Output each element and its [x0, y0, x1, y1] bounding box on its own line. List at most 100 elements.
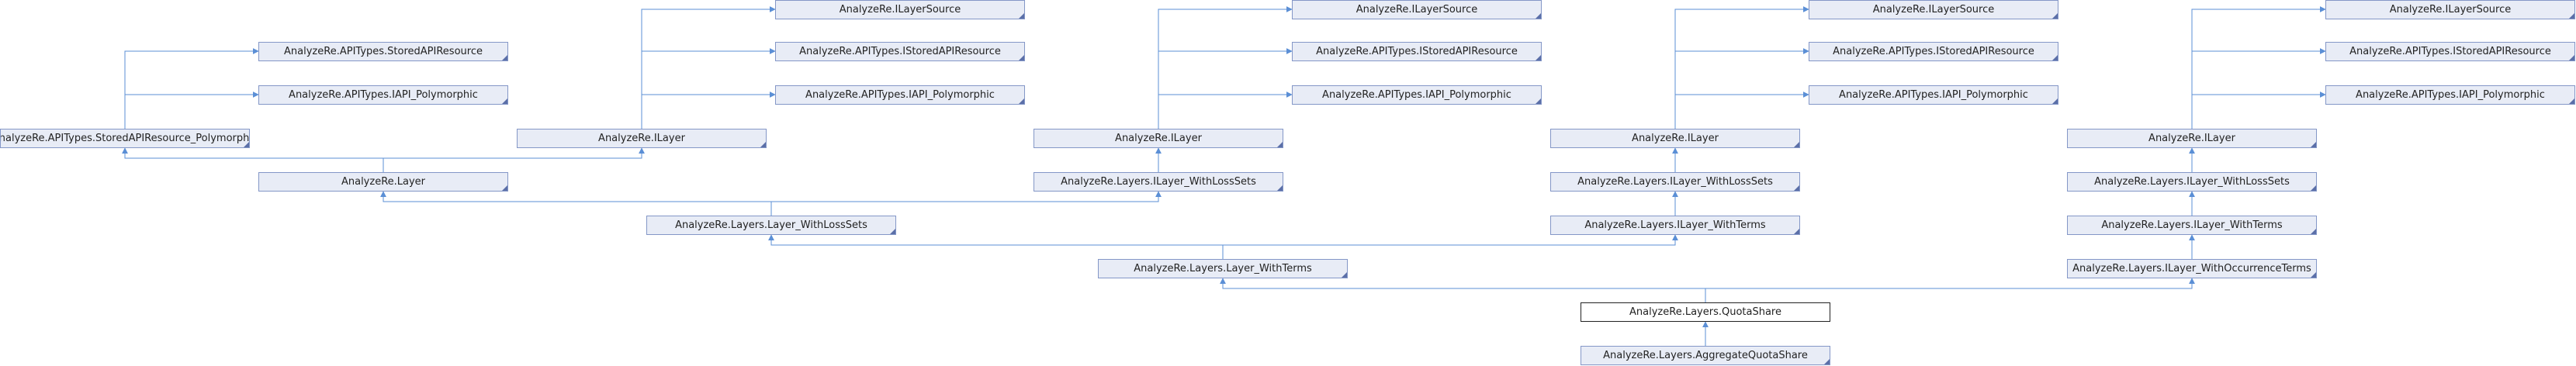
node-label: AnalyzeRe.Layer	[341, 176, 426, 188]
node-ilayer-source-col3[interactable]: AnalyzeRe.ILayerSource	[1292, 0, 1542, 19]
edge-lwt-to-ilwt	[1223, 234, 1678, 246]
link-corner-icon	[1794, 142, 1799, 147]
link-corner-icon	[1794, 185, 1799, 191]
node-label: AnalyzeRe.APITypes.IAPI_Polymorphic	[1839, 89, 2028, 101]
node-istored-api-resource-col5[interactable]: AnalyzeRe.APITypes.IStoredAPIResource	[2325, 42, 2575, 61]
node-istored-api-resource-col4[interactable]: AnalyzeRe.APITypes.IStoredAPIResource	[1809, 42, 2058, 61]
node-iapi-polymorphic-col2[interactable]: AnalyzeRe.APITypes.IAPI_Polymorphic	[775, 85, 1025, 105]
node-layer[interactable]: AnalyzeRe.Layer	[258, 172, 508, 192]
node-label: AnalyzeRe.APITypes.IAPI_Polymorphic	[1322, 89, 1511, 101]
node-iapi-polymorphic-col3[interactable]: AnalyzeRe.APITypes.IAPI_Polymorphic	[1292, 85, 1542, 105]
link-corner-icon	[502, 98, 507, 104]
node-label: AnalyzeRe.ILayerSource	[2389, 4, 2512, 16]
node-quota-share: AnalyzeRe.Layers.QuotaShare	[1581, 302, 1830, 322]
link-corner-icon	[1824, 359, 1830, 364]
node-label: AnalyzeRe.Layers.ILayer_WithLossSets	[1577, 176, 1773, 188]
link-corner-icon	[1342, 272, 1347, 278]
node-ilayer-col4[interactable]: AnalyzeRe.ILayer	[1550, 129, 1800, 148]
link-corner-icon	[2311, 272, 2316, 278]
node-aggregate-quota-share[interactable]: AnalyzeRe.Layers.AggregateQuotaShare	[1581, 346, 1830, 365]
edge-lwt-to-lws	[768, 234, 1224, 259]
node-label: AnalyzeRe.Layers.Layer_WithLossSets	[675, 219, 867, 231]
node-label: AnalyzeRe.Layers.ILayer_WithTerms	[2101, 219, 2283, 231]
link-corner-icon	[1536, 55, 1541, 60]
node-label: AnalyzeRe.Layers.AggregateQuotaShare	[1603, 350, 1808, 361]
node-ilayer-col3[interactable]: AnalyzeRe.ILayer	[1034, 129, 1283, 148]
node-istored-api-resource-col2[interactable]: AnalyzeRe.APITypes.IStoredAPIResource	[775, 42, 1025, 61]
node-label: AnalyzeRe.APITypes.IStoredAPIResource	[1833, 46, 2034, 57]
node-label: AnalyzeRe.APITypes.IStoredAPIResource	[799, 46, 1001, 57]
link-corner-icon	[2569, 55, 2574, 60]
link-corner-icon	[502, 185, 507, 191]
link-corner-icon	[2569, 13, 2574, 19]
link-corner-icon	[1277, 142, 1283, 147]
link-corner-icon	[1019, 13, 1024, 19]
node-ilayer-source-col4[interactable]: AnalyzeRe.ILayerSource	[1809, 0, 2058, 19]
node-ilayer-col5[interactable]: AnalyzeRe.ILayer	[2067, 129, 2317, 148]
edge-polymorphic-to-stored	[124, 48, 259, 129]
edge-ilayer5-to-source	[2191, 6, 2326, 129]
edge-lws-to-ilws	[771, 191, 1162, 202]
link-corner-icon	[2311, 142, 2316, 147]
node-label: AnalyzeRe.APITypes.IAPI_Polymorphic	[289, 89, 478, 101]
node-label: AnalyzeRe.ILayer	[1632, 133, 1719, 144]
node-label: AnalyzeRe.ILayer	[2148, 133, 2235, 144]
node-iapi-polymorphic-col5[interactable]: AnalyzeRe.APITypes.IAPI_Polymorphic	[2325, 85, 2575, 105]
node-stored-api-resource[interactable]: AnalyzeRe.APITypes.StoredAPIResource	[258, 42, 508, 61]
node-label: AnalyzeRe.APITypes.IStoredAPIResource	[2349, 46, 2551, 57]
node-label: AnalyzeRe.Layers.ILayer_WithLossSets	[2094, 176, 2290, 188]
link-corner-icon	[890, 229, 895, 234]
node-ilayer-with-loss-sets-col3[interactable]: AnalyzeRe.Layers.ILayer_WithLossSets	[1034, 172, 1283, 192]
link-corner-icon	[2311, 229, 2316, 234]
node-label: AnalyzeRe.Layers.ILayer_WithOccurrenceTe…	[2072, 263, 2311, 274]
node-label: AnalyzeRe.APITypes.StoredAPIResource	[284, 46, 483, 57]
node-ilayer-with-loss-sets-col4[interactable]: AnalyzeRe.Layers.ILayer_WithLossSets	[1550, 172, 1800, 192]
node-iapi-polymorphic-col4[interactable]: AnalyzeRe.APITypes.IAPI_Polymorphic	[1809, 85, 2058, 105]
link-corner-icon	[2052, 98, 2058, 104]
node-ilayer-col2[interactable]: AnalyzeRe.ILayer	[517, 129, 767, 148]
node-iapi-polymorphic-col1[interactable]: AnalyzeRe.APITypes.IAPI_Polymorphic	[258, 85, 508, 105]
link-corner-icon	[1794, 229, 1799, 234]
node-label: AnalyzeRe.APITypes.IAPI_Polymorphic	[2356, 89, 2545, 101]
link-corner-icon	[2311, 185, 2316, 191]
node-istored-api-resource-col3[interactable]: AnalyzeRe.APITypes.IStoredAPIResource	[1292, 42, 1542, 61]
link-corner-icon	[1536, 98, 1541, 104]
node-label: AnalyzeRe.ILayer	[598, 133, 685, 144]
link-corner-icon	[1277, 185, 1283, 191]
link-corner-icon	[244, 142, 249, 147]
node-ilayer-source-col2[interactable]: AnalyzeRe.ILayerSource	[775, 0, 1025, 19]
edge-qs-to-lwt	[1220, 278, 1706, 302]
edge-ilayer2-to-source	[641, 6, 776, 129]
node-layer-with-terms[interactable]: AnalyzeRe.Layers.Layer_WithTerms	[1098, 259, 1348, 278]
node-ilayer-with-loss-sets-col5[interactable]: AnalyzeRe.Layers.ILayer_WithLossSets	[2067, 172, 2317, 192]
node-label: AnalyzeRe.Layers.ILayer_WithTerms	[1584, 219, 1766, 231]
node-label: AnalyzeRe.APITypes.IAPI_Polymorphic	[805, 89, 995, 101]
node-label: AnalyzeRe.ILayerSource	[839, 4, 961, 16]
link-corner-icon	[2569, 98, 2574, 104]
node-label: AnalyzeRe.ILayerSource	[1356, 4, 1478, 16]
edge-ilayer4-to-source	[1674, 6, 1809, 129]
edge-ilayer3-to-source	[1158, 6, 1293, 129]
node-layer-with-loss-sets[interactable]: AnalyzeRe.Layers.Layer_WithLossSets	[646, 216, 896, 235]
link-corner-icon	[502, 55, 507, 60]
node-ilayer-source-col5[interactable]: AnalyzeRe.ILayerSource	[2325, 0, 2575, 19]
edge-layer-to-polymorphic	[122, 147, 384, 172]
node-label: AnalyzeRe.Layers.Layer_WithTerms	[1134, 263, 1312, 274]
edge-qs-to-ilwot	[1705, 278, 2195, 289]
node-ilayer-with-terms-col5[interactable]: AnalyzeRe.Layers.ILayer_WithTerms	[2067, 216, 2317, 235]
edge-lws-to-layer	[380, 191, 772, 216]
node-label: AnalyzeRe.Layers.QuotaShare	[1629, 306, 1781, 318]
node-label: AnalyzeRe.ILayer	[1115, 133, 1202, 144]
node-stored-api-resource-polymorphic[interactable]: AnalyzeRe.APITypes.StoredAPIResource_Pol…	[0, 129, 250, 148]
node-label: AnalyzeRe.APITypes.StoredAPIResource_Pol…	[0, 133, 250, 144]
link-corner-icon	[760, 142, 766, 147]
node-label: AnalyzeRe.APITypes.IStoredAPIResource	[1316, 46, 1518, 57]
edge-layer-to-ilayer	[383, 147, 645, 159]
node-label: AnalyzeRe.Layers.ILayer_WithLossSets	[1061, 176, 1256, 188]
node-ilayer-with-terms-col4[interactable]: AnalyzeRe.Layers.ILayer_WithTerms	[1550, 216, 1800, 235]
node-ilayer-with-occurrence-terms[interactable]: AnalyzeRe.Layers.ILayer_WithOccurrenceTe…	[2067, 259, 2317, 278]
link-corner-icon	[2052, 13, 2058, 19]
link-corner-icon	[1536, 13, 1541, 19]
